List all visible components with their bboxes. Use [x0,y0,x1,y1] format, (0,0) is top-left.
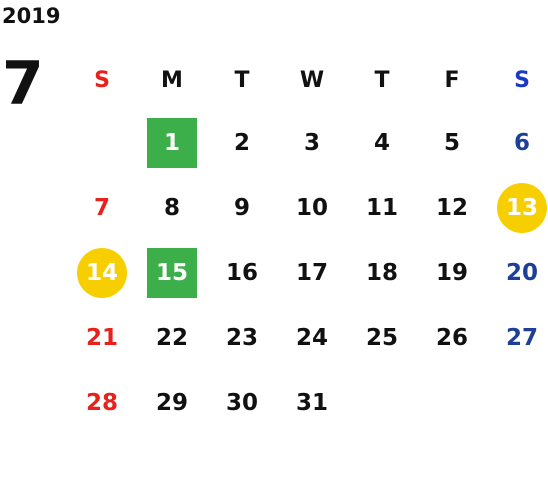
day-cell[interactable]: 14 [67,248,137,313]
day-number: 7 [93,195,110,221]
day-cell-empty [67,118,137,183]
day-cell[interactable]: 1 [137,118,207,183]
day-cell[interactable]: 27 [487,313,548,378]
day-number: 15 [147,248,197,298]
day-cell[interactable]: 21 [67,313,137,378]
day-cell[interactable]: 31 [277,378,347,443]
day-cell[interactable]: 20 [487,248,548,313]
day-number: 8 [163,195,180,221]
day-cell[interactable]: 10 [277,183,347,248]
day-number: 2 [233,130,250,156]
day-number: 13 [497,183,547,233]
day-number: 20 [505,260,538,286]
day-cell[interactable]: 16 [207,248,277,313]
day-number: 4 [373,130,390,156]
weekday-mon: M [161,68,183,93]
weekday-sat: S [514,68,530,93]
day-number: 19 [435,260,468,286]
day-cell[interactable]: 30 [207,378,277,443]
day-cell[interactable]: 12 [417,183,487,248]
day-number: 6 [513,130,530,156]
day-cell[interactable]: 2 [207,118,277,183]
day-cell[interactable]: 26 [417,313,487,378]
day-number: 17 [295,260,328,286]
day-cell[interactable]: 5 [417,118,487,183]
day-number: 14 [77,248,127,298]
day-number: 22 [155,325,188,351]
day-cell[interactable]: 28 [67,378,137,443]
day-cell[interactable]: 23 [207,313,277,378]
day-cell[interactable]: 19 [417,248,487,313]
day-number: 16 [225,260,258,286]
day-number: 23 [225,325,258,351]
day-cell[interactable]: 24 [277,313,347,378]
day-cell[interactable]: 3 [277,118,347,183]
day-number: 24 [295,325,328,351]
day-cell[interactable]: 18 [347,248,417,313]
day-cell[interactable]: 6 [487,118,548,183]
day-cell[interactable]: 25 [347,313,417,378]
month-number: 7 [2,49,44,119]
weekday-wed: W [299,68,325,93]
day-number: 30 [225,390,258,416]
day-cell[interactable]: 9 [207,183,277,248]
weekday-thu: T [374,68,390,93]
day-cell[interactable]: 4 [347,118,417,183]
day-number: 21 [85,325,118,351]
weekday-fri: F [444,68,460,93]
day-cell[interactable]: 8 [137,183,207,248]
day-cell[interactable]: 7 [67,183,137,248]
day-number: 28 [85,390,118,416]
day-number: 12 [435,195,468,221]
day-number: 11 [365,195,398,221]
day-number: 25 [365,325,398,351]
day-number: 27 [505,325,538,351]
day-cell[interactable]: 15 [137,248,207,313]
weekday-header: S M T W T F S [67,66,548,96]
day-cell[interactable]: 22 [137,313,207,378]
day-number: 10 [295,195,328,221]
day-cell[interactable]: 17 [277,248,347,313]
day-number: 1 [147,118,197,168]
day-number: 29 [155,390,188,416]
day-number: 31 [295,390,328,416]
day-number: 9 [233,195,250,221]
day-number: 26 [435,325,468,351]
day-cell[interactable]: 29 [137,378,207,443]
day-number: 18 [365,260,398,286]
year-label: 2019 [2,4,61,28]
day-number: 3 [303,130,320,156]
weekday-sun: S [94,68,110,93]
day-cell[interactable]: 13 [487,183,548,248]
weekday-tue: T [234,68,250,93]
day-cell[interactable]: 11 [347,183,417,248]
day-number: 5 [443,130,460,156]
